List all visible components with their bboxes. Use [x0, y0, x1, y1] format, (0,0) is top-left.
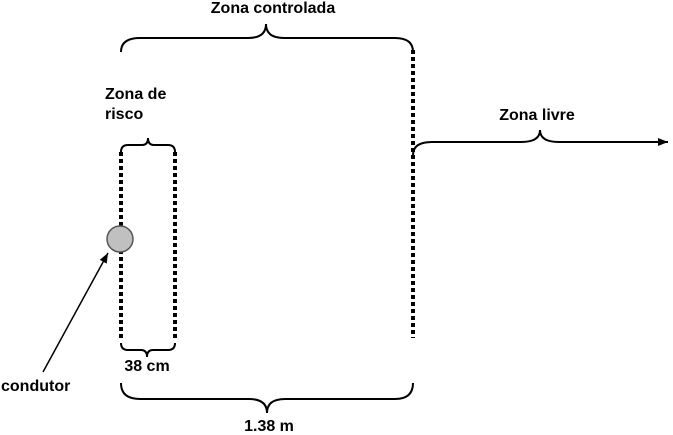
controlled-zone-top-brace: [120, 23, 414, 53]
risk-width-brace: [120, 342, 176, 358]
risk-zone-label-line2: risco: [105, 106, 143, 123]
conductor-pointer-arrow: [42, 252, 109, 373]
risk-width-label: 38 cm: [124, 358, 169, 375]
controlled-width-brace: [120, 382, 414, 414]
conductor-label: condutor: [1, 378, 70, 395]
conductor-circle: [106, 225, 134, 253]
free-zone-brace: [412, 129, 668, 156]
risk-zone-top-brace: [120, 137, 176, 153]
risk-zone-label-line1: Zona de: [105, 86, 166, 103]
controlled-width-label: 1.38 m: [244, 418, 294, 435]
free-zone-label: Zona livre: [499, 107, 575, 124]
controlled-zone-label: Zona controlada: [211, 0, 336, 17]
